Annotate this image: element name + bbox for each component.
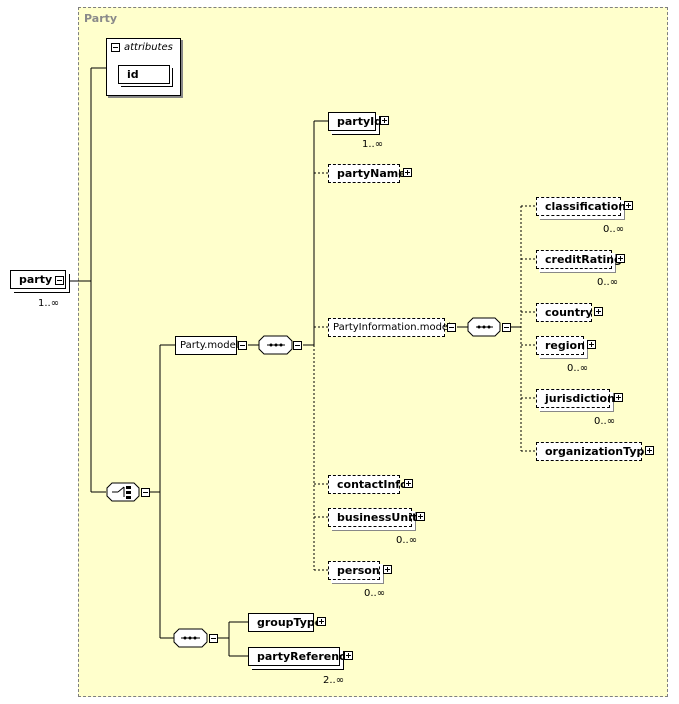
element-person-label: person — [337, 564, 380, 577]
sequence-compositor-party-info[interactable] — [467, 317, 501, 337]
element-jurisdiction[interactable]: jurisdiction — [536, 389, 615, 408]
element-partyId-label: partyId — [337, 115, 383, 128]
expand-partyId-icon[interactable] — [380, 116, 389, 125]
element-businessUnit-label: businessUnit — [337, 511, 418, 524]
expand-groupType-icon[interactable] — [317, 617, 326, 626]
element-groupType-label: groupType — [257, 616, 323, 629]
expand-contactInfo-icon[interactable] — [404, 479, 413, 488]
partyId-cardinality: 1..∞ — [362, 139, 384, 150]
expand-partyReference-icon[interactable] — [344, 651, 353, 660]
element-classification-label: classification — [545, 200, 627, 213]
partyReference-cardinality: 2..∞ — [323, 675, 345, 686]
element-jurisdiction-label: jurisdiction — [545, 392, 615, 405]
attributes-title: attributes — [124, 42, 173, 53]
element-country[interactable]: country — [536, 303, 593, 322]
expand-creditRating-icon[interactable] — [616, 254, 625, 263]
expand-region-icon[interactable] — [587, 340, 596, 349]
element-partyName[interactable]: partyName — [328, 164, 406, 183]
collapse-party-information-model-icon[interactable] — [447, 323, 456, 332]
element-creditRating[interactable]: creditRating — [536, 250, 622, 269]
element-groupType[interactable]: groupType — [248, 613, 322, 632]
element-contactInfo-label: contactInfo — [337, 478, 408, 491]
party-cardinality: 1..∞ — [38, 298, 60, 309]
element-contactInfo[interactable]: contactInfo — [328, 475, 408, 494]
collapse-sequence-party-model-icon[interactable] — [293, 341, 302, 350]
sequence-compositor-party-model[interactable] — [258, 335, 293, 355]
expand-person-icon[interactable] — [383, 565, 392, 574]
sequence-compositor-group[interactable] — [173, 628, 208, 648]
classification-cardinality: 0..∞ — [603, 224, 625, 235]
collapse-choice-icon[interactable] — [141, 488, 150, 497]
collapse-sequence-party-info-icon[interactable] — [502, 323, 511, 332]
element-partyReference[interactable]: partyReference — [248, 647, 353, 666]
element-partyId[interactable]: partyId — [328, 112, 382, 131]
element-partyReference-label: partyReference — [257, 650, 354, 663]
collapse-party-icon[interactable] — [55, 276, 64, 285]
element-creditRating-label: creditRating — [545, 253, 622, 266]
element-businessUnit[interactable]: businessUnit — [328, 508, 417, 527]
expand-classification-icon[interactable] — [624, 201, 633, 210]
element-region-label: region — [545, 339, 585, 352]
jurisdiction-cardinality: 0..∞ — [594, 416, 616, 427]
expand-businessUnit-icon[interactable] — [416, 512, 425, 521]
collapse-party-model-icon[interactable] — [238, 341, 247, 350]
attribute-id[interactable]: id — [118, 65, 170, 84]
region-cardinality: 0..∞ — [567, 363, 589, 374]
collapse-sequence-group-icon[interactable] — [209, 634, 218, 643]
expand-jurisdiction-icon[interactable] — [614, 393, 623, 402]
group-party-model-label: Party.model — [180, 340, 239, 351]
element-organizationType-label: organizationType — [545, 445, 652, 458]
expand-partyName-icon[interactable] — [403, 168, 412, 177]
element-partyName-label: partyName — [337, 167, 406, 180]
expand-organizationType-icon[interactable] — [645, 446, 654, 455]
group-party-information-model[interactable]: PartyInformation.model — [328, 318, 451, 337]
element-region[interactable]: region — [536, 336, 585, 355]
person-cardinality: 0..∞ — [364, 588, 386, 599]
businessUnit-cardinality: 0..∞ — [396, 535, 418, 546]
element-organizationType[interactable]: organizationType — [536, 442, 652, 461]
expand-country-icon[interactable] — [594, 307, 603, 316]
element-party[interactable]: party — [10, 270, 66, 289]
element-country-label: country — [545, 306, 593, 319]
element-classification[interactable]: classification — [536, 197, 626, 216]
choice-compositor[interactable] — [106, 482, 140, 502]
group-party-information-model-label: PartyInformation.model — [333, 322, 451, 333]
element-party-label: party — [19, 273, 53, 286]
creditRating-cardinality: 0..∞ — [597, 277, 619, 288]
collapse-attributes-icon[interactable] — [111, 43, 120, 52]
element-person[interactable]: person — [328, 561, 380, 580]
group-party-model[interactable]: Party.model — [175, 336, 239, 355]
group-title: Party — [84, 12, 118, 25]
